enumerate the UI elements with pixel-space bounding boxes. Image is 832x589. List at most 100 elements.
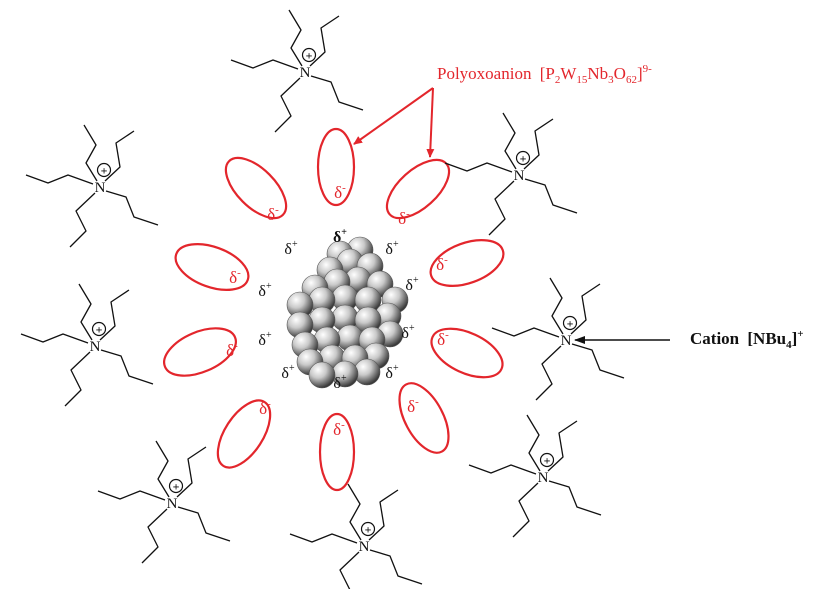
butyl-chain bbox=[488, 180, 515, 236]
polyoxoanion-label: Polyoxoanion [P2W15Nb3O62]9- bbox=[437, 63, 652, 86]
butyl-chain bbox=[288, 9, 303, 67]
butyl-chain bbox=[535, 345, 562, 401]
polyoxoanion-label-group: Polyoxoanion [P2W15Nb3O62]9- bbox=[353, 63, 652, 158]
positive-charge-sign: + bbox=[306, 49, 313, 63]
tetrabutylammonium-cation: N+ bbox=[444, 112, 578, 236]
polyoxoanion-ellipse bbox=[216, 399, 272, 469]
metal-nanoparticle-cluster bbox=[286, 236, 409, 389]
polyoxoanion-ellipse bbox=[430, 327, 504, 379]
positive-charge-circle bbox=[301, 47, 317, 63]
positive-charge-sign: + bbox=[173, 480, 180, 494]
polyoxoanion-ellipse bbox=[318, 412, 356, 492]
delta-minus-label: δ- bbox=[398, 208, 410, 228]
butyl-chain bbox=[524, 178, 578, 214]
butyl-chain bbox=[177, 506, 231, 542]
butyl-chain bbox=[310, 75, 364, 111]
polyoxoanion-ellipse bbox=[385, 158, 451, 220]
cation-label-group: Cation [NBu4]+ bbox=[574, 328, 804, 351]
butyl-chain bbox=[274, 77, 301, 133]
butyl-chain bbox=[444, 162, 513, 173]
positive-charge-circle bbox=[96, 162, 112, 178]
polyoxoanion-arrow-2 bbox=[426, 87, 435, 158]
delta-plus-label: δ+ bbox=[333, 227, 347, 246]
positive-charge-circle bbox=[539, 452, 555, 468]
butyl-chain bbox=[339, 551, 360, 589]
delta-plus-label: δ+ bbox=[405, 275, 419, 294]
butyl-chain bbox=[523, 118, 554, 170]
delta-plus-label: δ+ bbox=[385, 363, 399, 382]
nitrogen-atom: N bbox=[167, 496, 178, 512]
butyl-chain bbox=[105, 190, 159, 226]
tetrabutylammonium-cation: N+ bbox=[468, 414, 602, 538]
positive-charge-sign: + bbox=[544, 454, 551, 468]
butyl-chain bbox=[309, 15, 340, 67]
nitrogen-atom: N bbox=[95, 180, 106, 196]
delta-minus-label: δ- bbox=[229, 267, 241, 287]
butyl-chain bbox=[502, 112, 517, 170]
tetrabutylammonium-cation: N+ bbox=[97, 440, 231, 564]
polyoxoanion-ellipse bbox=[224, 156, 288, 220]
delta-minus-label: δ- bbox=[259, 398, 271, 418]
butyl-chain bbox=[69, 192, 96, 248]
nitrogen-atom: N bbox=[538, 470, 549, 486]
nitrogen-atom: N bbox=[90, 339, 101, 355]
butyl-chain bbox=[369, 549, 423, 585]
polyoxoanion-ellipse bbox=[163, 327, 237, 377]
polyoxoanion-ellipse bbox=[398, 382, 450, 454]
polyoxoanion-ring: δ-δ-δ-δ-δ-δ-δ-δ-δ-δ- bbox=[163, 127, 505, 492]
butyl-chain bbox=[289, 533, 358, 544]
positive-charge-sign: + bbox=[365, 523, 372, 537]
positive-charge-sign: + bbox=[520, 152, 527, 166]
butyl-chain bbox=[570, 283, 601, 335]
butyl-chain bbox=[155, 440, 170, 498]
delta-plus-label: δ+ bbox=[333, 373, 347, 392]
butyl-chain bbox=[97, 490, 166, 501]
butyl-chain bbox=[547, 420, 578, 472]
butyl-chain bbox=[141, 508, 168, 564]
butyl-chain bbox=[230, 59, 299, 70]
metal-atom-sphere bbox=[308, 361, 336, 389]
butyl-chain bbox=[99, 289, 130, 341]
nitrogen-atom: N bbox=[300, 65, 311, 81]
delta-minus-label: δ- bbox=[334, 182, 346, 202]
butyl-chain bbox=[64, 351, 91, 407]
tetrabutylammonium-cation: N+ bbox=[230, 9, 364, 133]
polyoxoanion-arrow-1 bbox=[353, 87, 434, 145]
butyl-chain bbox=[78, 283, 93, 341]
delta-plus-label: δ+ bbox=[401, 323, 415, 342]
delta-plus-label: δ+ bbox=[284, 239, 298, 258]
positive-charge-circle bbox=[91, 321, 107, 337]
nitrogen-atom: N bbox=[514, 168, 525, 184]
butyl-chain bbox=[571, 343, 625, 379]
nitrogen-atom: N bbox=[561, 333, 572, 349]
delta-plus-label: δ+ bbox=[258, 281, 272, 300]
cation-label: Cation [NBu4]+ bbox=[690, 328, 804, 351]
delta-plus-label: δ+ bbox=[385, 239, 399, 258]
butyl-chain bbox=[20, 333, 89, 344]
positive-charge-sign: + bbox=[567, 317, 574, 331]
butyl-chain bbox=[100, 349, 154, 385]
butyl-chain bbox=[176, 446, 207, 498]
butyl-chain bbox=[83, 124, 98, 182]
delta-plus-label: δ+ bbox=[258, 330, 272, 349]
delta-minus-label: δ- bbox=[436, 254, 448, 274]
butyl-chain bbox=[104, 130, 135, 182]
tetrabutylammonium-cation: N+ bbox=[25, 124, 159, 248]
positive-charge-circle bbox=[360, 521, 376, 537]
butyl-chain bbox=[512, 482, 539, 538]
butyl-chain bbox=[368, 489, 399, 541]
tetrabutylammonium-cation: N+ bbox=[491, 277, 625, 401]
butyl-chain bbox=[347, 483, 362, 541]
positive-charge-sign: + bbox=[96, 323, 103, 337]
polyoxoanion-ellipse bbox=[429, 239, 505, 287]
delta-minus-label: δ- bbox=[437, 329, 449, 349]
positive-charge-circle bbox=[562, 315, 578, 331]
polyoxoanion-ellipse bbox=[316, 127, 356, 207]
butyl-chain bbox=[25, 174, 94, 185]
tetrabutylammonium-cation: N+ bbox=[289, 483, 423, 589]
delta-minus-label: δ- bbox=[333, 419, 345, 439]
butyl-chain bbox=[549, 277, 564, 335]
butyl-chain bbox=[491, 327, 560, 338]
